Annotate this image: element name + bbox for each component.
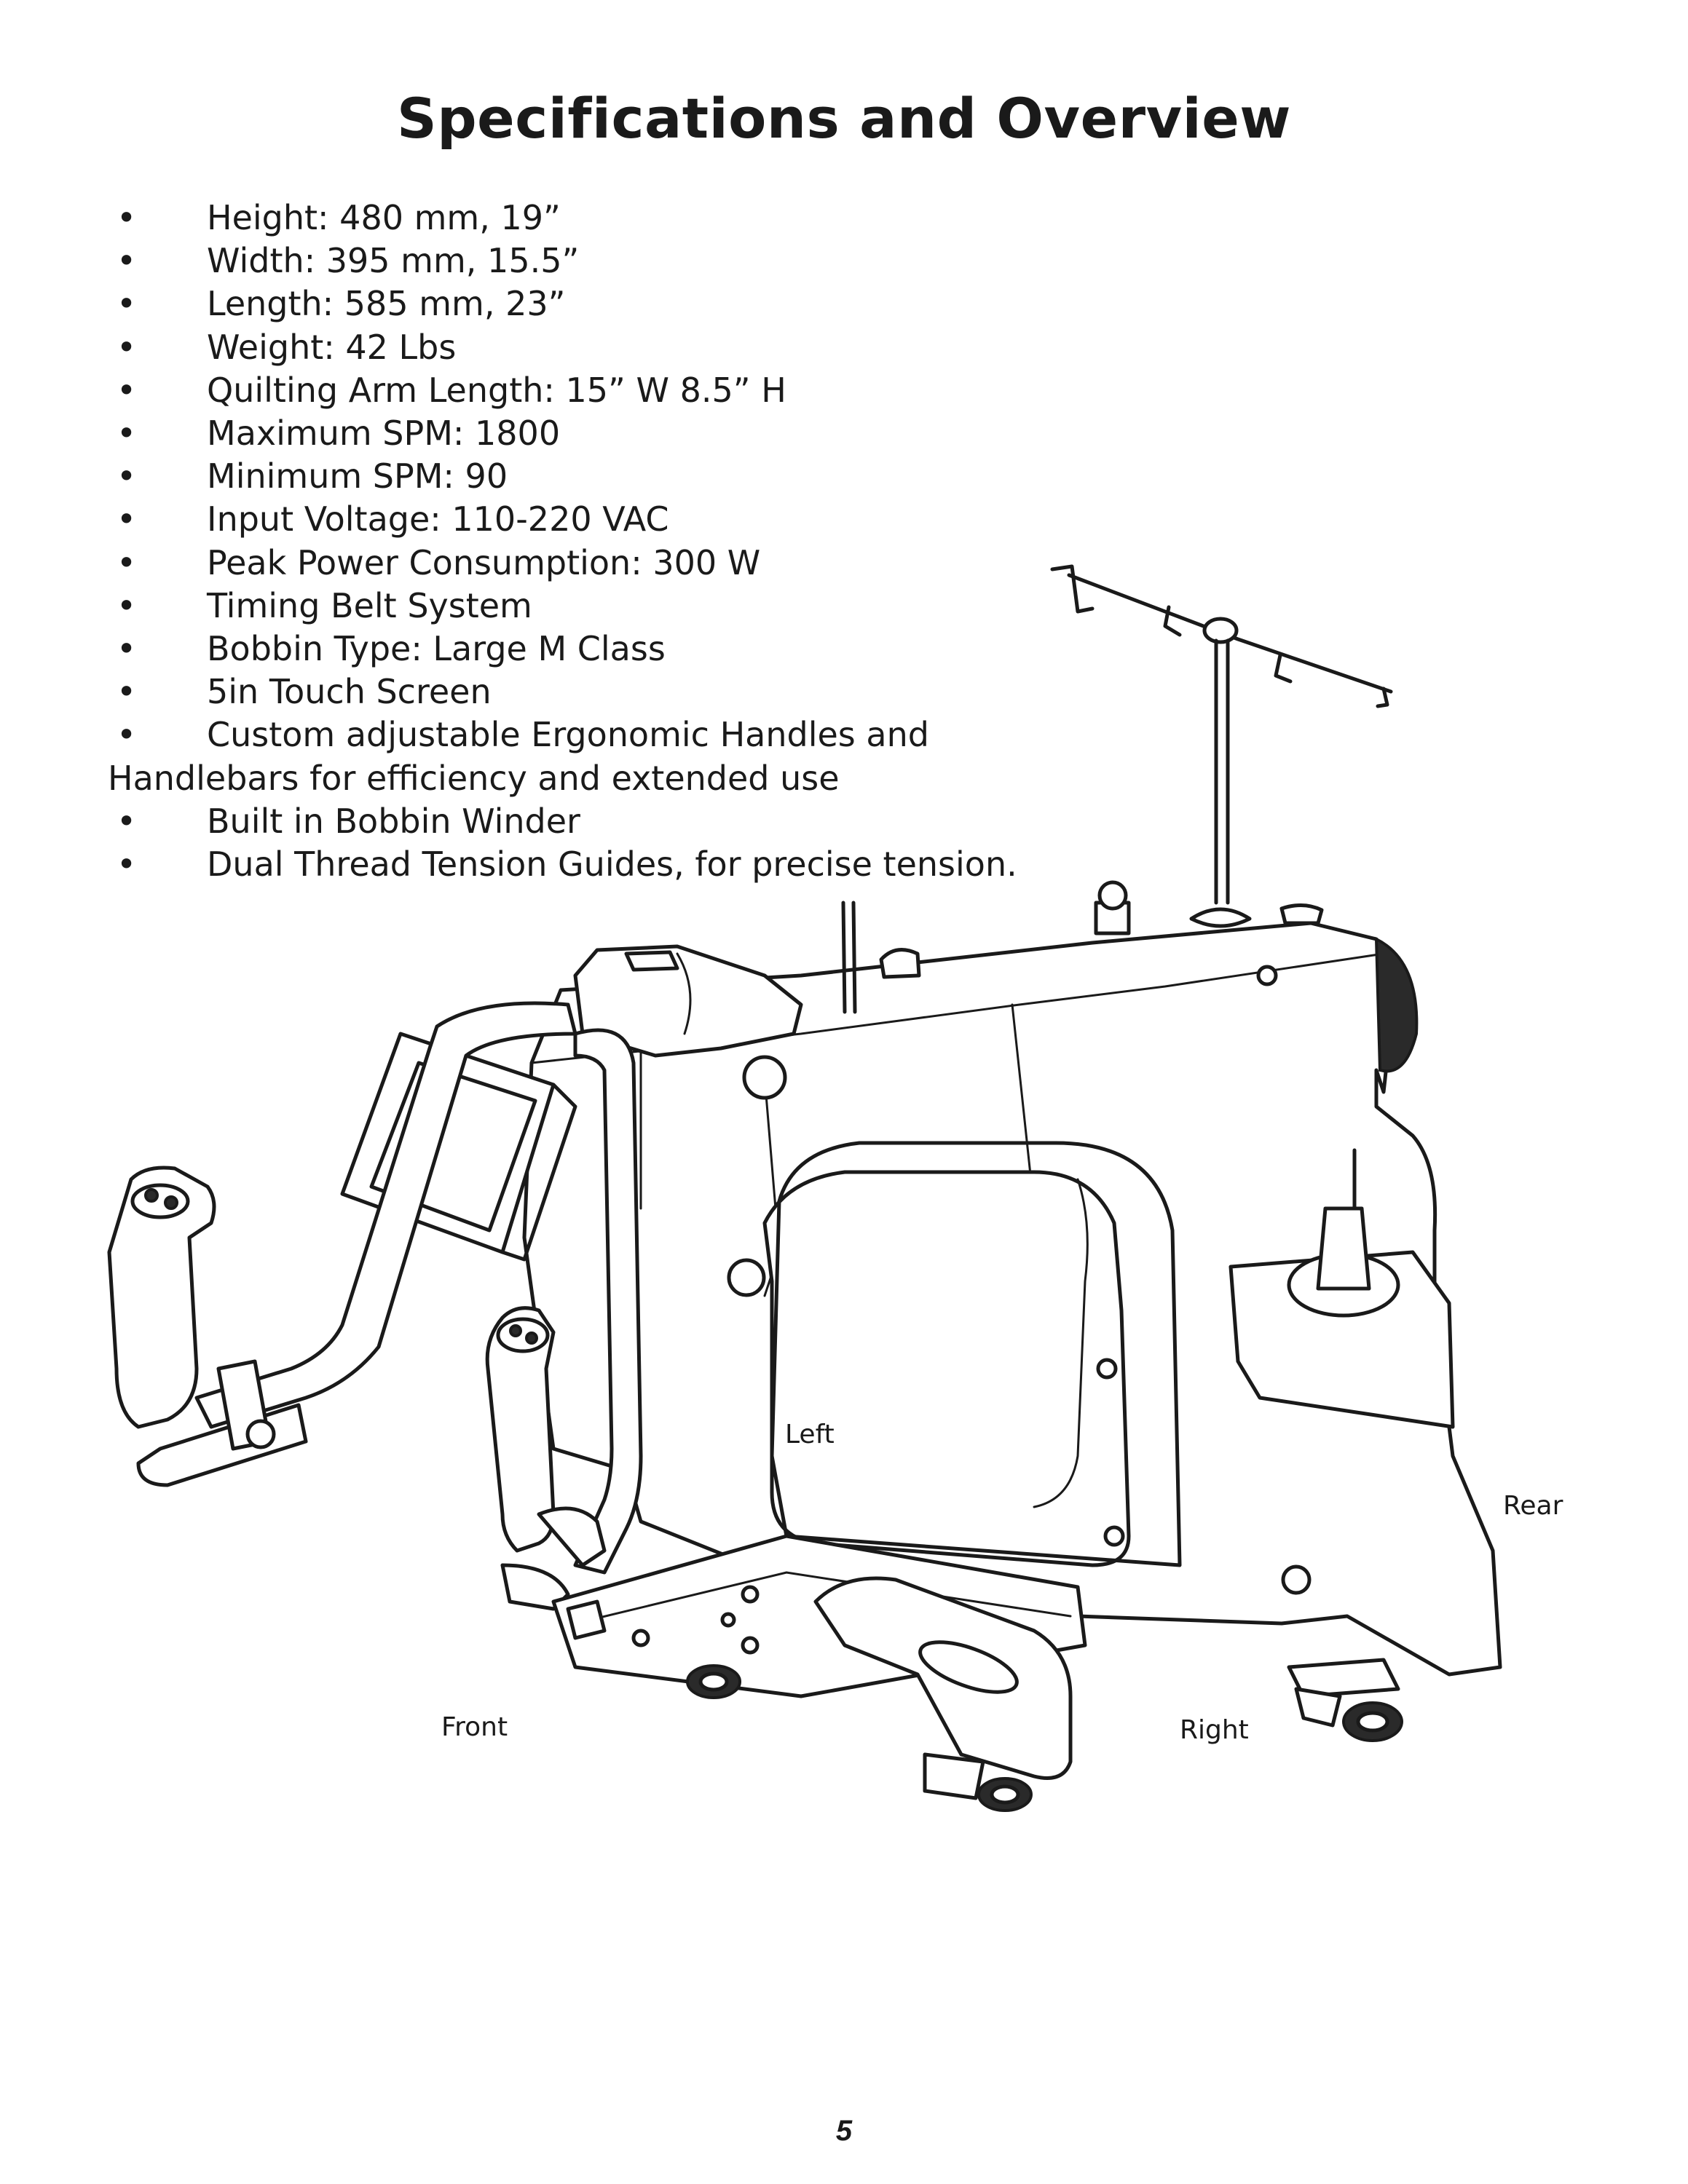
view-label-front: Front [441,1712,508,1742]
bullet: • [117,715,137,755]
bullet: • [117,499,137,539]
bullet: • [117,672,137,712]
bullet: • [117,456,137,496]
bullet: • [117,284,137,324]
spec-text: Quilting Arm Length: 15” W 8.5” H [207,370,786,410]
spec-item-wrapped: • Custom adjustable Ergonomic Handles and… [108,713,1054,799]
spec-text: Bobbin Type: Large M Class [207,629,666,669]
bullet: • [117,327,137,367]
bullet: • [117,370,137,410]
bullet: • [117,585,137,625]
machine-body [522,880,1502,1677]
spec-text: Minimum SPM: 90 [207,456,508,496]
bullet: • [117,801,137,841]
left-handle-arm [107,1001,577,1487]
bullet: • [117,241,137,281]
spec-text: Length: 585 mm, 23” [207,284,566,324]
spec-text: Maximum SPM: 1800 [207,414,561,454]
bullet: • [117,542,137,582]
view-label-rear: Rear [1503,1491,1563,1521]
spec-text: Weight: 42 Lbs [207,327,457,367]
spec-text: Input Voltage: 110-220 VAC [207,499,669,539]
spec-text: Timing Belt System [207,585,532,625]
spec-item: • Width: 395 mm, 15.5” [108,240,1054,282]
bullet: • [117,629,137,669]
spec-item: • Maximum SPM: 1800 [108,412,1054,455]
spec-item: • 5in Touch Screen [108,670,1054,713]
thread-stand [1050,564,1393,928]
machine-base [551,1534,1403,1812]
spec-item: • Length: 585 mm, 23” [108,282,1054,325]
spec-item: • Bobbin Type: Large M Class [108,628,1054,670]
spec-item: • Quilting Arm Length: 15” W 8.5” H [108,369,1054,412]
spec-text: Custom adjustable Ergonomic Handles and [207,715,929,755]
spec-text: Width: 395 mm, 15.5” [207,241,580,281]
spec-text: Peak Power Consumption: 300 W [207,542,761,582]
spec-text-continuation: Handlebars for efficiency and extended u… [108,758,840,798]
spec-item: • Minimum SPM: 90 [108,455,1054,498]
page-title: Specifications and Overview [397,86,1291,151]
bullet: • [117,844,137,885]
bullet: • [117,198,137,237]
spec-item: • Timing Belt System [108,585,1054,628]
view-label-left: Left [785,1420,835,1449]
spec-item: • Dual Thread Tension Guides, for precise… [108,843,1054,886]
spec-item: • Peak Power Consumption: 300 W [108,542,1054,585]
spec-text: Height: 480 mm, 19” [207,198,561,237]
view-label-right: Right [1180,1715,1249,1745]
front-handle-arm [485,1028,643,1611]
spec-item: • Input Voltage: 110-220 VAC [108,498,1054,541]
spec-item: • Weight: 42 Lbs [108,326,1054,369]
spec-text: 5in Touch Screen [207,672,492,712]
spec-item: • Built in Bobbin Winder [108,800,1054,843]
spec-text: Built in Bobbin Winder [207,801,580,841]
spec-list: • Height: 480 mm, 19” • Width: 395 mm, 15.… [108,197,1054,886]
page-number: 5 [835,2115,853,2147]
bullet: • [117,414,137,454]
spec-text: Dual Thread Tension Guides, for precise … [207,844,1017,885]
spec-item: • Height: 480 mm, 19” [108,197,1054,240]
